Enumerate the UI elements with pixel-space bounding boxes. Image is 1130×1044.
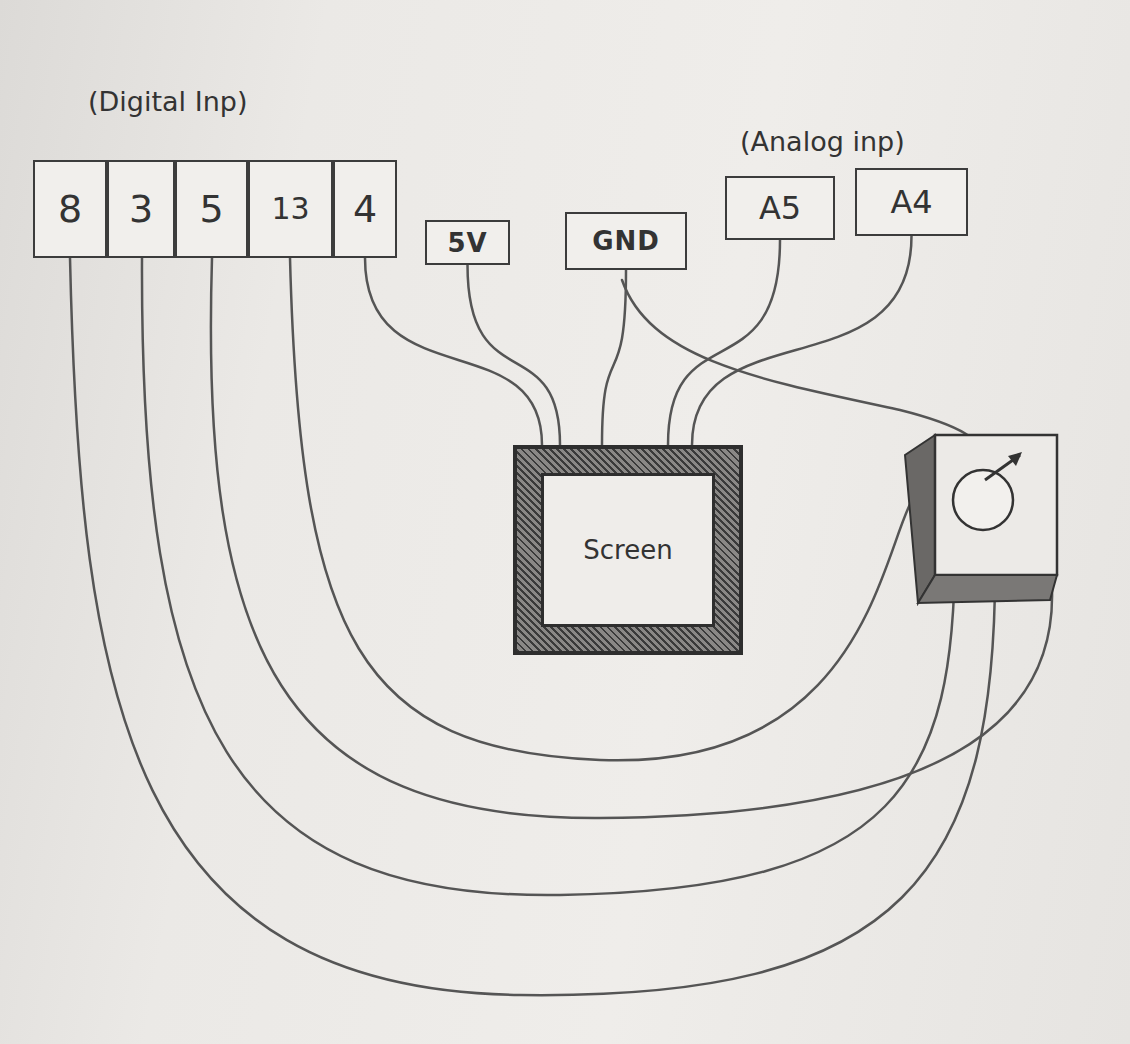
pin-label: 5: [199, 190, 223, 228]
pin-label: A4: [890, 186, 932, 218]
wire: [142, 258, 955, 895]
wire: [290, 258, 912, 760]
pin-label: 4: [353, 190, 377, 228]
potentiometer: [905, 435, 1057, 603]
pin-box: A5: [725, 176, 835, 240]
pin-box: 3: [107, 160, 175, 258]
wire: [602, 270, 626, 445]
pin-label: 13: [271, 194, 309, 224]
wire: [365, 258, 542, 445]
pin-label: GND: [592, 228, 660, 254]
pin-label: Screen: [583, 537, 672, 563]
pin-box: GND: [565, 212, 687, 270]
pin-box: 4: [333, 160, 397, 258]
group-label: (Analog inp): [740, 126, 905, 157]
wire: [468, 265, 561, 445]
pin-box: A4: [855, 168, 968, 236]
pin-box: 5V: [425, 220, 510, 265]
pin-label: 3: [129, 190, 153, 228]
wire: [692, 236, 912, 445]
wire: [211, 258, 1052, 818]
pin-box: 13: [248, 160, 333, 258]
pin-box: 8: [33, 160, 107, 258]
wire: [668, 240, 780, 445]
screen-panel: Screen: [541, 473, 715, 627]
wire: [70, 258, 995, 995]
pin-box: 5: [175, 160, 248, 258]
pin-label: A5: [759, 192, 801, 224]
screen-box: Screen: [513, 445, 743, 655]
pin-label: 8: [58, 190, 82, 228]
pin-label: 5V: [447, 230, 487, 256]
group-label: (Digital Inp): [88, 86, 247, 117]
